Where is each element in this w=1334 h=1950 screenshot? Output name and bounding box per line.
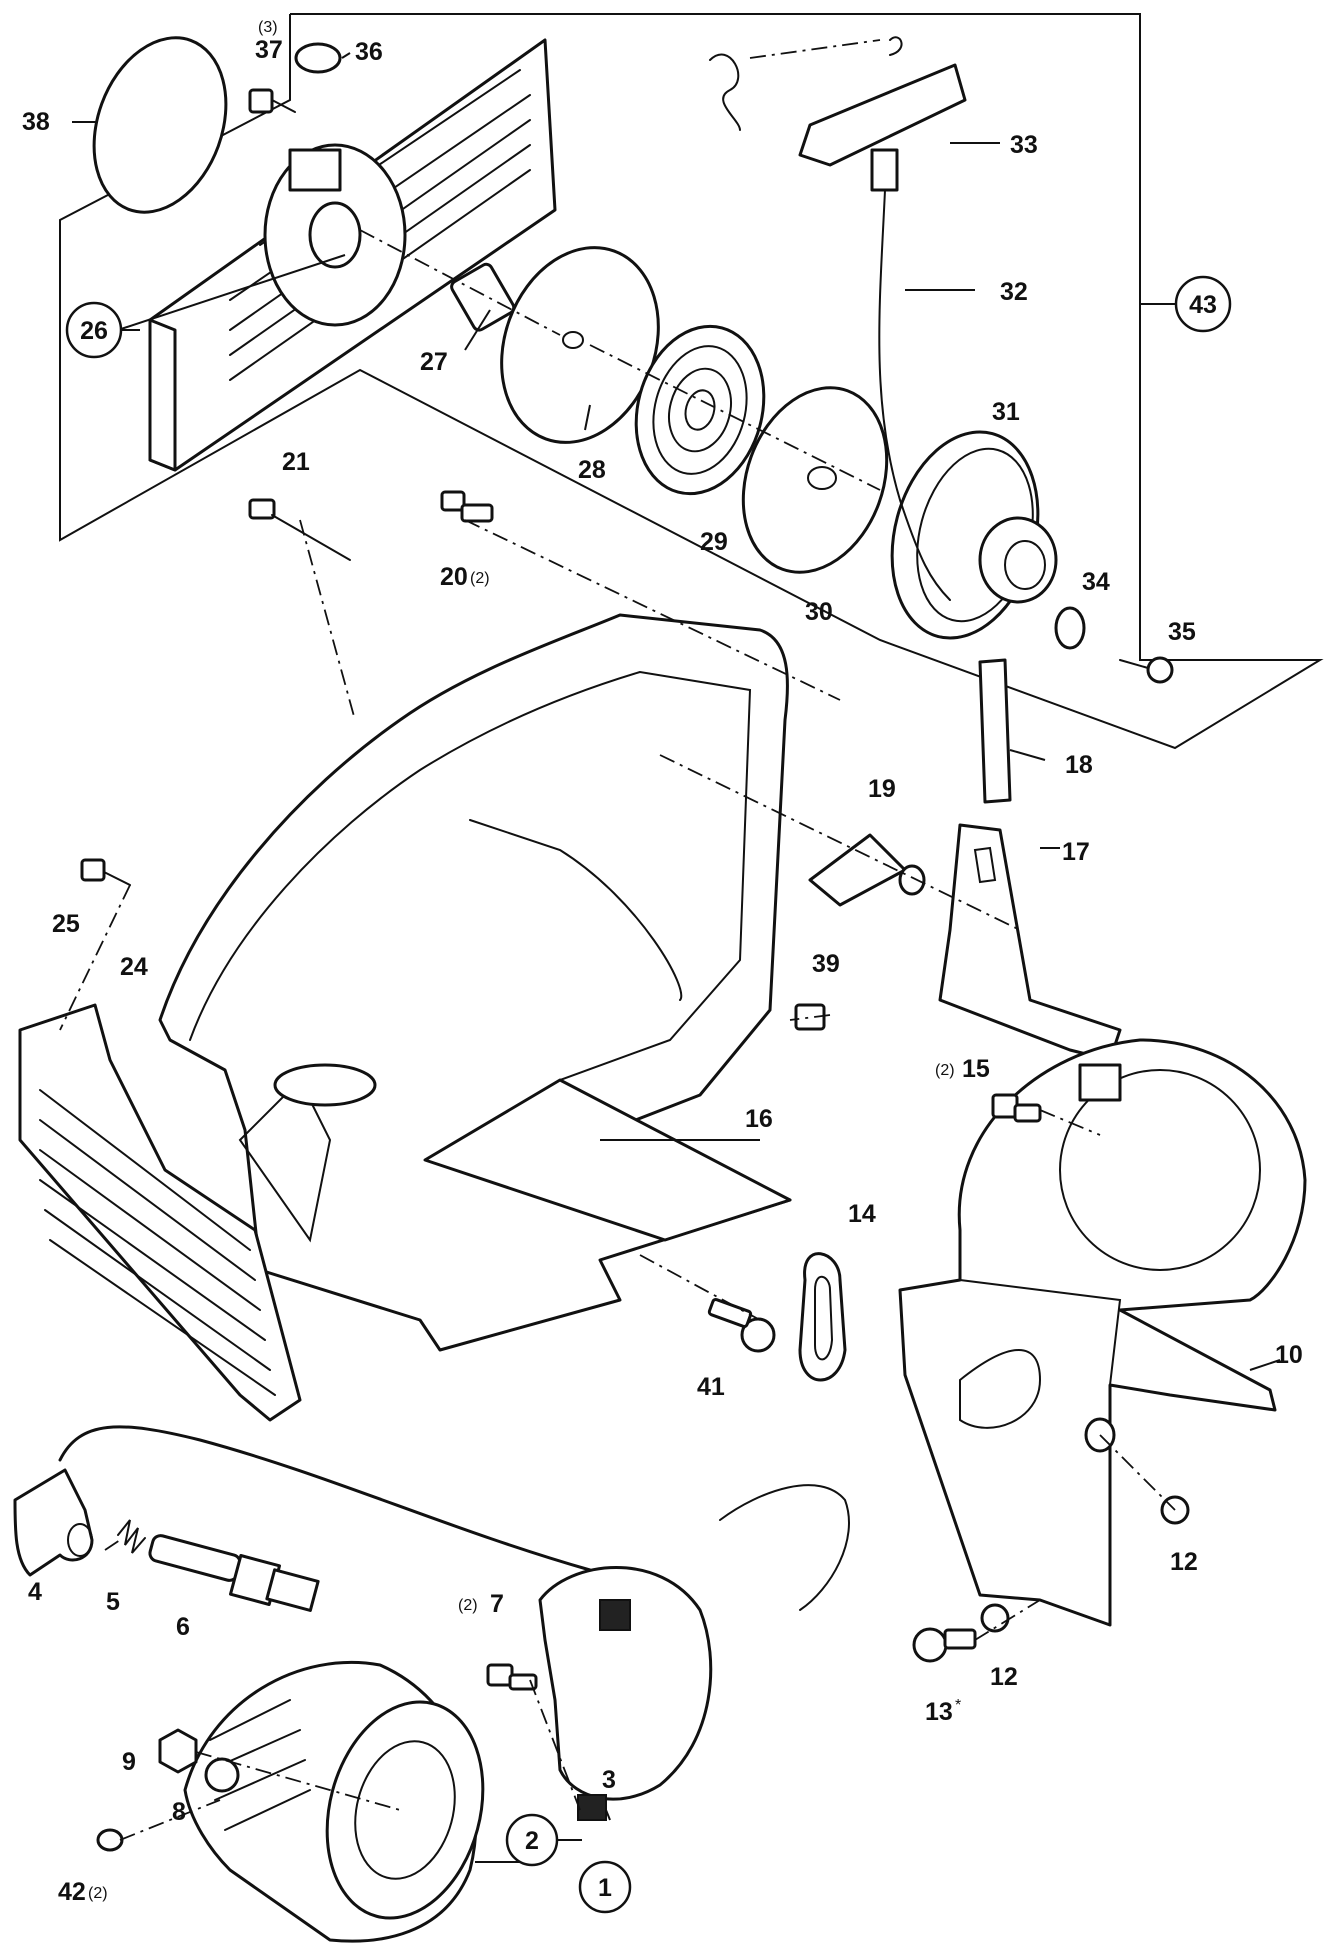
label-4: 4	[28, 1578, 42, 1606]
nut-9	[158, 1728, 198, 1774]
screw-20	[440, 490, 494, 523]
label-12b: 12	[990, 1663, 1018, 1691]
callout-circle-2	[505, 1813, 559, 1867]
shim-18	[978, 658, 1012, 804]
label-20: 20	[440, 563, 468, 591]
label-5: 5	[106, 1588, 120, 1616]
screw-21	[248, 498, 351, 561]
lever-19	[808, 833, 926, 907]
label-42: 42	[58, 1878, 86, 1906]
starter-cover	[148, 38, 557, 472]
label-9: 9	[122, 1748, 136, 1776]
label-3: 3	[602, 1766, 616, 1794]
rope-32	[878, 189, 951, 601]
screw-37	[248, 88, 296, 114]
label-2: 2	[525, 1827, 539, 1855]
label-10: 10	[1275, 1341, 1303, 1369]
screw-35	[1119, 656, 1174, 684]
pulley-31	[890, 430, 1058, 640]
label-24: 24	[120, 953, 148, 981]
ground-wire	[719, 1484, 850, 1611]
label-16: 16	[745, 1105, 773, 1133]
label-30: 30	[805, 598, 833, 626]
label-41: 41	[697, 1373, 725, 1401]
washer-34	[1054, 606, 1086, 650]
label-8: 8	[172, 1798, 186, 1826]
label-38: 38	[22, 108, 50, 136]
label-34: 34	[1082, 568, 1110, 596]
screw-7	[486, 1663, 538, 1691]
grille-24	[18, 1003, 302, 1422]
label-12a: 12	[1170, 1548, 1198, 1576]
label-17: 17	[1062, 838, 1090, 866]
label-14: 14	[848, 1200, 876, 1228]
label-37-qty: (3)	[258, 19, 278, 36]
rope-knot	[709, 36, 903, 131]
label-43: 43	[1189, 291, 1217, 319]
label-7-qty: (2)	[458, 1597, 478, 1614]
label-31: 31	[992, 398, 1020, 426]
label-20-qty: (2)	[470, 570, 490, 587]
label-21: 21	[282, 448, 310, 476]
spring-5	[117, 1519, 146, 1554]
label-13: 13	[925, 1698, 953, 1726]
spark-plug-6	[148, 1534, 320, 1612]
label-32: 32	[1000, 278, 1028, 306]
label-26: 26	[80, 317, 108, 345]
label-27: 27	[420, 348, 448, 376]
label-15: 15	[962, 1055, 990, 1083]
label-33: 33	[1010, 131, 1038, 159]
screw-13	[912, 1627, 977, 1663]
grommet-14	[798, 1252, 847, 1382]
label-13-star: *	[955, 1697, 961, 1714]
label-19: 19	[868, 775, 896, 803]
fan-housing-16	[158, 613, 792, 1352]
nut-39	[794, 1003, 826, 1031]
washer-12b	[980, 1603, 1010, 1633]
callout-circle-26	[65, 301, 123, 359]
label-36: 36	[355, 38, 383, 66]
label-28: 28	[578, 456, 606, 484]
plug-cap-4	[13, 1468, 94, 1577]
label-7: 7	[490, 1590, 504, 1618]
washer-36	[294, 42, 342, 74]
label-25: 25	[52, 910, 80, 938]
screw-41	[707, 1297, 776, 1353]
label-42-qty: (2)	[88, 1885, 108, 1902]
ring-38	[92, 36, 228, 214]
ignition-coil-3	[538, 1566, 713, 1821]
screw-15	[991, 1093, 1042, 1123]
label-6: 6	[176, 1613, 190, 1641]
spring-29	[634, 324, 766, 496]
label-39: 39	[812, 950, 840, 978]
plate-30	[741, 386, 889, 574]
sleeve-27	[450, 262, 516, 332]
key-42	[96, 1828, 124, 1852]
callout-circle-43	[1174, 275, 1232, 333]
washer-8	[204, 1757, 240, 1793]
plate-17	[938, 823, 1122, 1062]
label-1: 1	[598, 1874, 612, 1902]
fan-cover-10	[898, 1038, 1307, 1627]
assembly-lines	[59, 229, 1176, 1841]
label-15-qty: (2)	[935, 1062, 955, 1079]
callout-circle-1	[578, 1860, 632, 1914]
label-18: 18	[1065, 751, 1093, 779]
label-37: 37	[255, 36, 283, 64]
label-35: 35	[1168, 618, 1196, 646]
label-29: 29	[700, 528, 728, 556]
ignition-wire	[58, 1425, 592, 1572]
handle-33	[798, 63, 967, 192]
flywheel-2	[183, 1660, 485, 1943]
screw-25	[80, 858, 131, 886]
